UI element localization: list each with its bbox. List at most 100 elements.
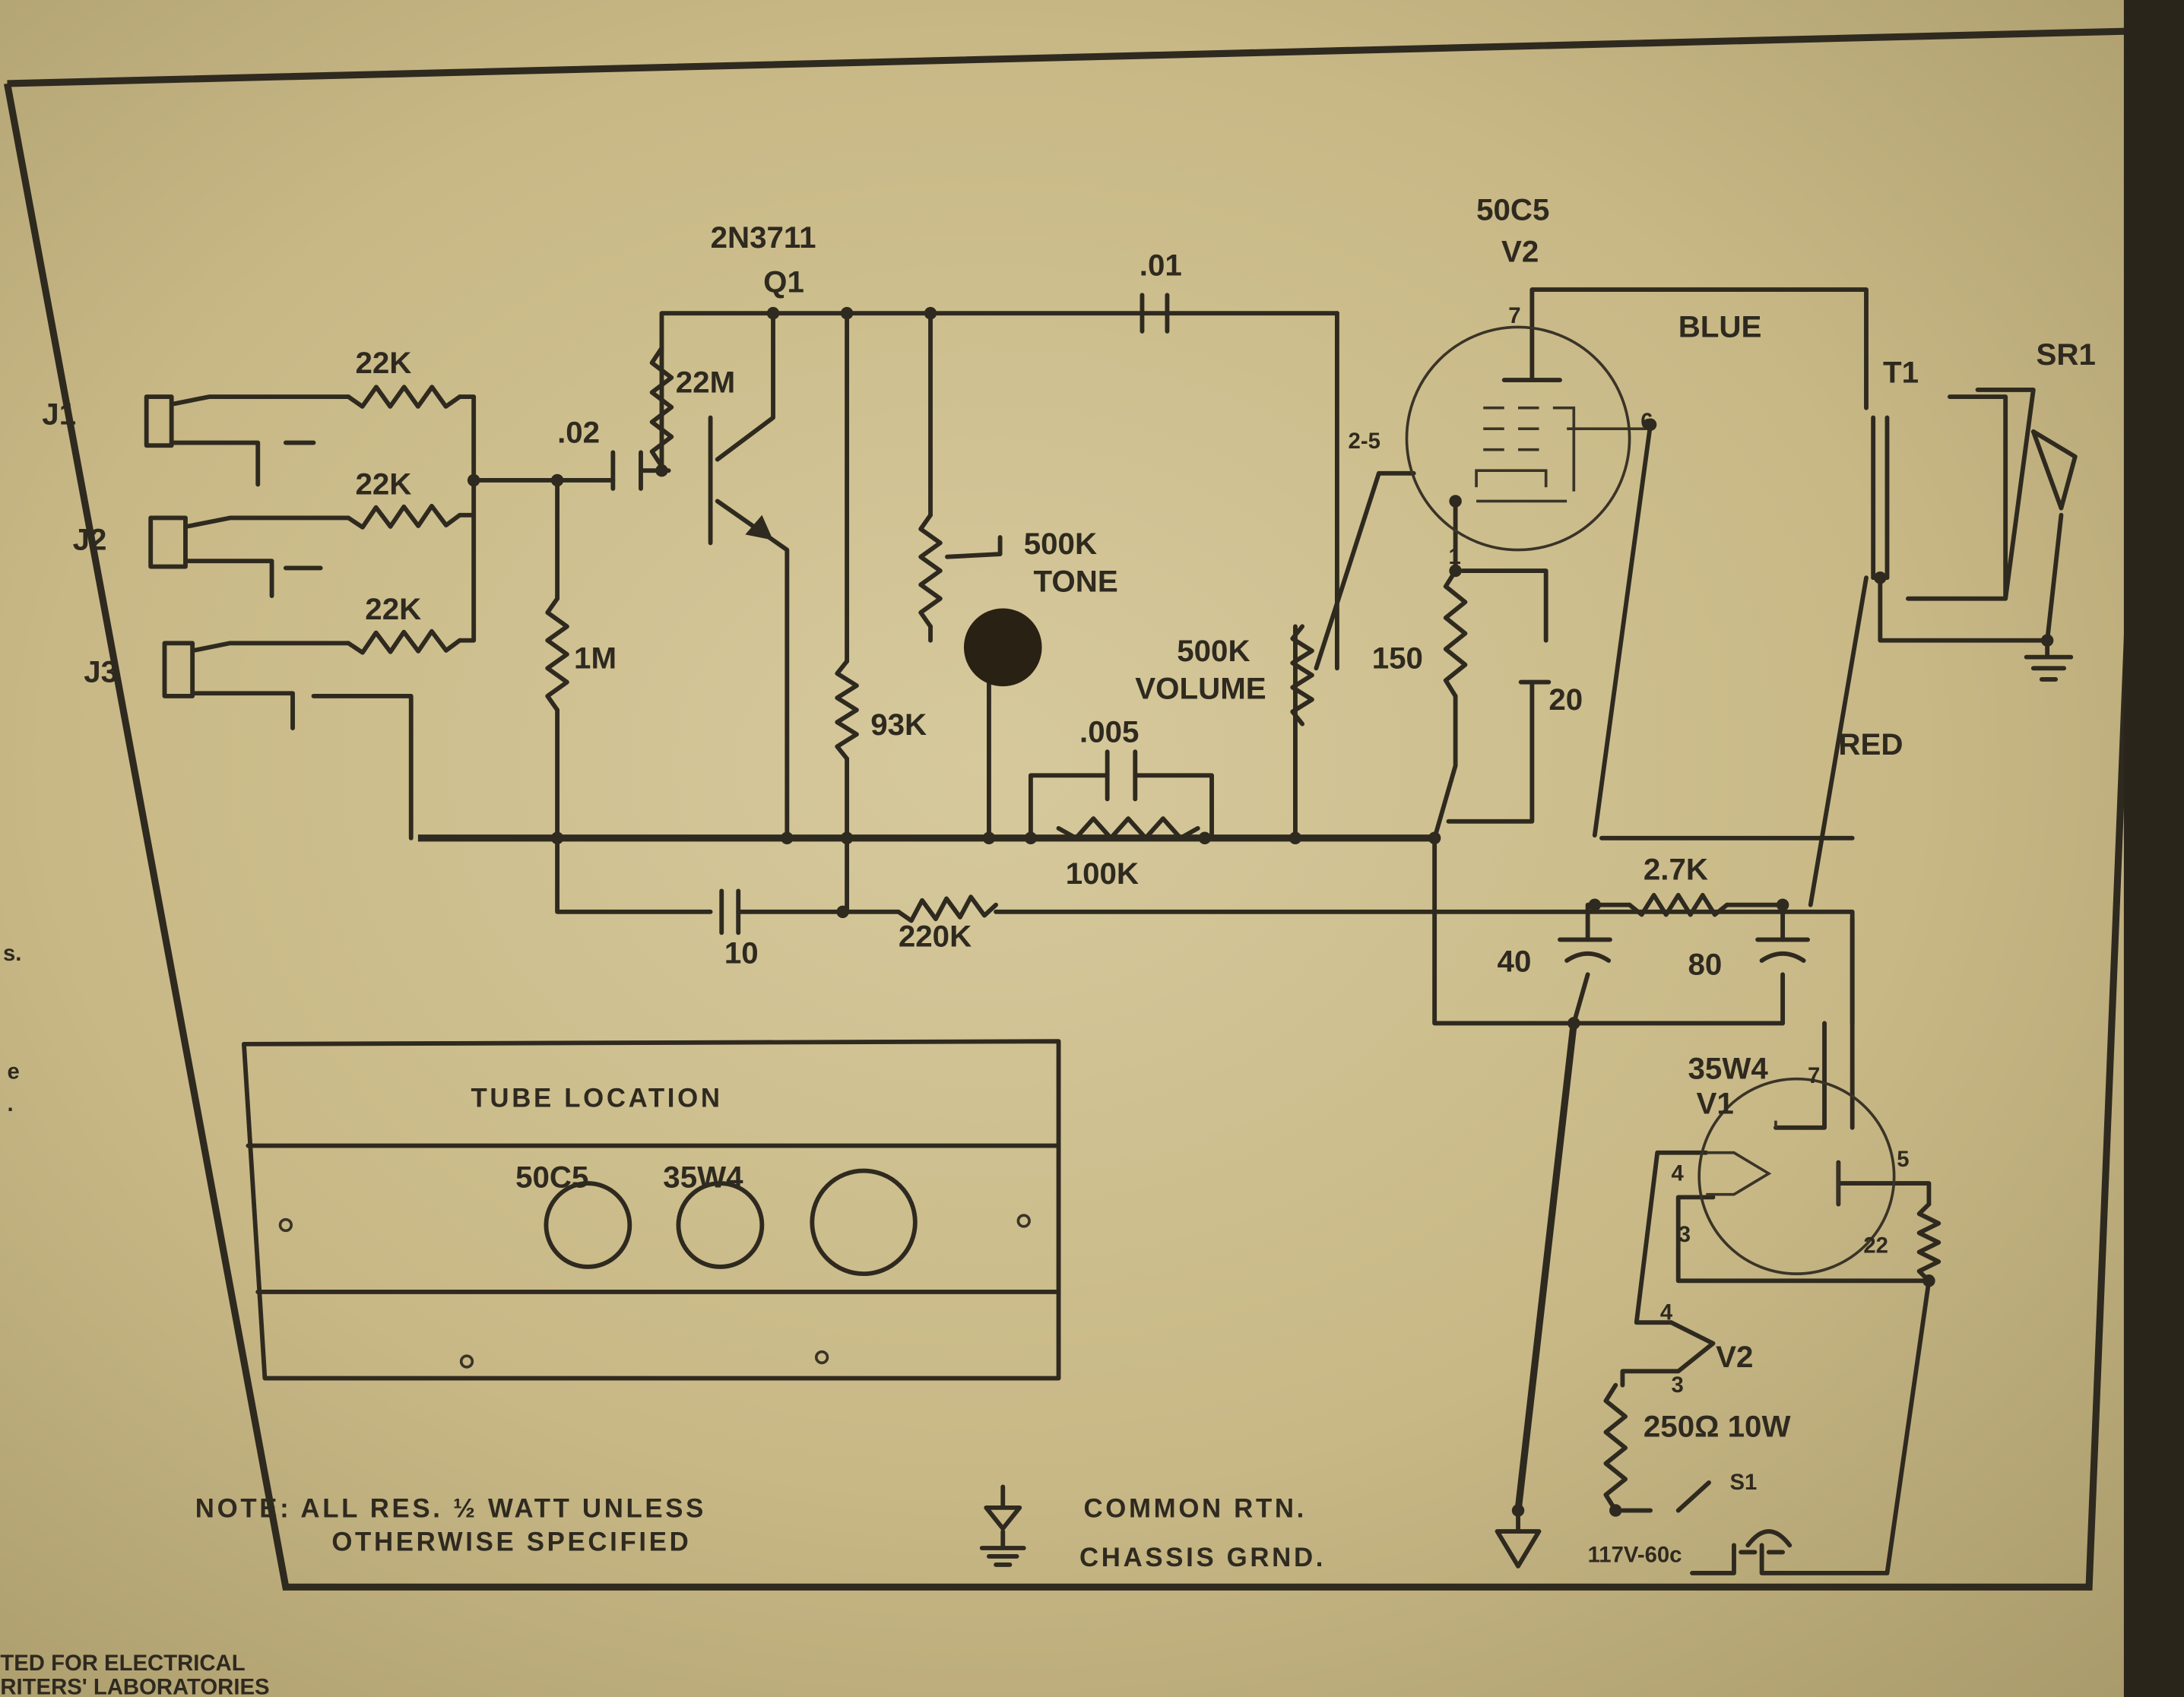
r-1m-label: 1M [574,641,617,675]
junction-dot [550,831,564,845]
junction-dot [2040,634,2054,647]
tube-v2-grids [1475,406,1651,503]
legend-common-return: COMMON RTN. [1084,1494,1308,1524]
footer-line1: TED FOR ELECTRICAL [0,1651,245,1676]
r-250-resistor [1603,1382,1628,1513]
burn-mark [963,608,1042,687]
volume-name-label: VOLUME [1135,672,1266,706]
wire-red-label: RED [1838,727,1903,761]
v2-pin1: 1 [1448,544,1460,569]
junction-dot [1289,831,1302,845]
note-line2: OTHERWISE SPECIFIED [331,1528,691,1557]
r-100k-label: 100K [1066,856,1139,891]
margin-fragment-1: s. [3,941,21,966]
junction-dot [982,831,996,845]
junction-dot [1198,831,1212,845]
socket-50c5-label: 50C5 [515,1160,588,1195]
r-27k-resistor [1627,892,1729,917]
junction-dot [1024,831,1038,845]
tube-location-panel [241,1039,1061,1381]
v1-pin4: 4 [1672,1160,1685,1186]
r-input1-resistor [346,385,462,409]
r-input3-label: 22K [365,592,421,626]
junction-dot [1511,1504,1525,1517]
junction-dot [840,831,854,845]
wires [144,287,2078,1575]
v1-part-label: 35W4 [1688,1052,1769,1086]
c-top-label: .01 [1140,249,1182,283]
junction-dot [1449,564,1462,578]
junction-dot [1567,1017,1580,1030]
junction-dot [924,306,937,320]
v2-heater-label: V2 [1716,1340,1753,1374]
v2-pin7: 7 [1508,303,1520,328]
junction-dot [836,905,849,919]
switch-s1-label: S1 [1729,1470,1757,1495]
junction-dot [550,473,564,487]
r-220k-label: 220K [899,920,972,954]
page-border [4,27,2156,1591]
junction-dot [766,306,780,320]
mains-label: 117V-60c [1588,1542,1682,1567]
footer-line2: RITERS' LABORATORIES [0,1674,269,1697]
tone-name-label: TONE [1034,565,1118,599]
r-input2-resistor [346,503,462,530]
volume-value-label: 500K [1177,634,1250,668]
junction-dot [1776,898,1789,911]
junction-dot [1449,495,1462,508]
v2-ref-label: V2 [1501,234,1539,268]
volume-pot-resistor [1290,624,1314,727]
r-93k-resistor [835,659,859,761]
c-005-label: .005 [1079,714,1139,749]
r-input1-label: 22K [355,346,411,380]
c-80-label: 80 [1688,947,1723,981]
tube-v2-envelope [1405,325,1631,552]
tone-pot-resistor [918,512,943,629]
r-22-label: 22 [1863,1233,1888,1259]
socket-35w4 [676,1181,765,1269]
j1-label: J1 [42,397,76,432]
v1-ref-label: V1 [1697,1086,1734,1120]
margin-fragment-2: e [8,1059,20,1084]
r-93k-label: 93K [870,708,927,742]
socket-empty [810,1168,918,1277]
dark-edge [2123,0,2184,1697]
tube-location-title: TUBE LOCATION [471,1083,723,1113]
v2-heater-pin4: 4 [1660,1300,1673,1325]
junction-dot [1644,418,1657,431]
r-150-label: 150 [1372,641,1423,675]
r-27k-label: 2.7K [1644,853,1708,887]
q1-part-label: 2N3711 [711,220,816,255]
socket-35w4-label: 35W4 [663,1160,743,1195]
wire-blue-label: BLUE [1678,309,1762,344]
q1-ref-label: Q1 [763,265,804,299]
tube-v1-elements [1706,1120,1840,1205]
speaker-label: SR1 [2036,337,2095,372]
margin-fragment-3: . [8,1091,14,1116]
junction-dot [467,473,480,487]
v1-pin7: 7 [1808,1063,1820,1088]
junction-dot [1428,831,1441,845]
v2-part-label: 50C5 [1476,192,1549,226]
r-22-resistor [1916,1202,1942,1284]
socket-50c5 [544,1181,632,1269]
r-220k-resistor [895,894,999,923]
c-10-label: 10 [724,936,759,970]
common-return-symbol [984,1484,1022,1531]
v1-pin3: 3 [1678,1222,1691,1247]
j3-label: J3 [84,655,118,689]
c-20-label: 20 [1548,682,1583,717]
junction-dot [1588,898,1602,911]
r-100k-resistor [1056,816,1200,841]
tube-v1-envelope [1697,1077,1896,1275]
v1-pin5: 5 [1897,1147,1909,1172]
junction-dot [1922,1274,1935,1287]
tone-value-label: 500K [1024,527,1097,561]
junction-dot [1609,1504,1622,1517]
junction-dot [1874,571,1887,584]
jack-j1 [144,394,351,487]
v2-pin6: 6 [1640,409,1653,434]
chassis-ground-symbol [979,1529,1026,1567]
junction-dot [840,306,854,320]
